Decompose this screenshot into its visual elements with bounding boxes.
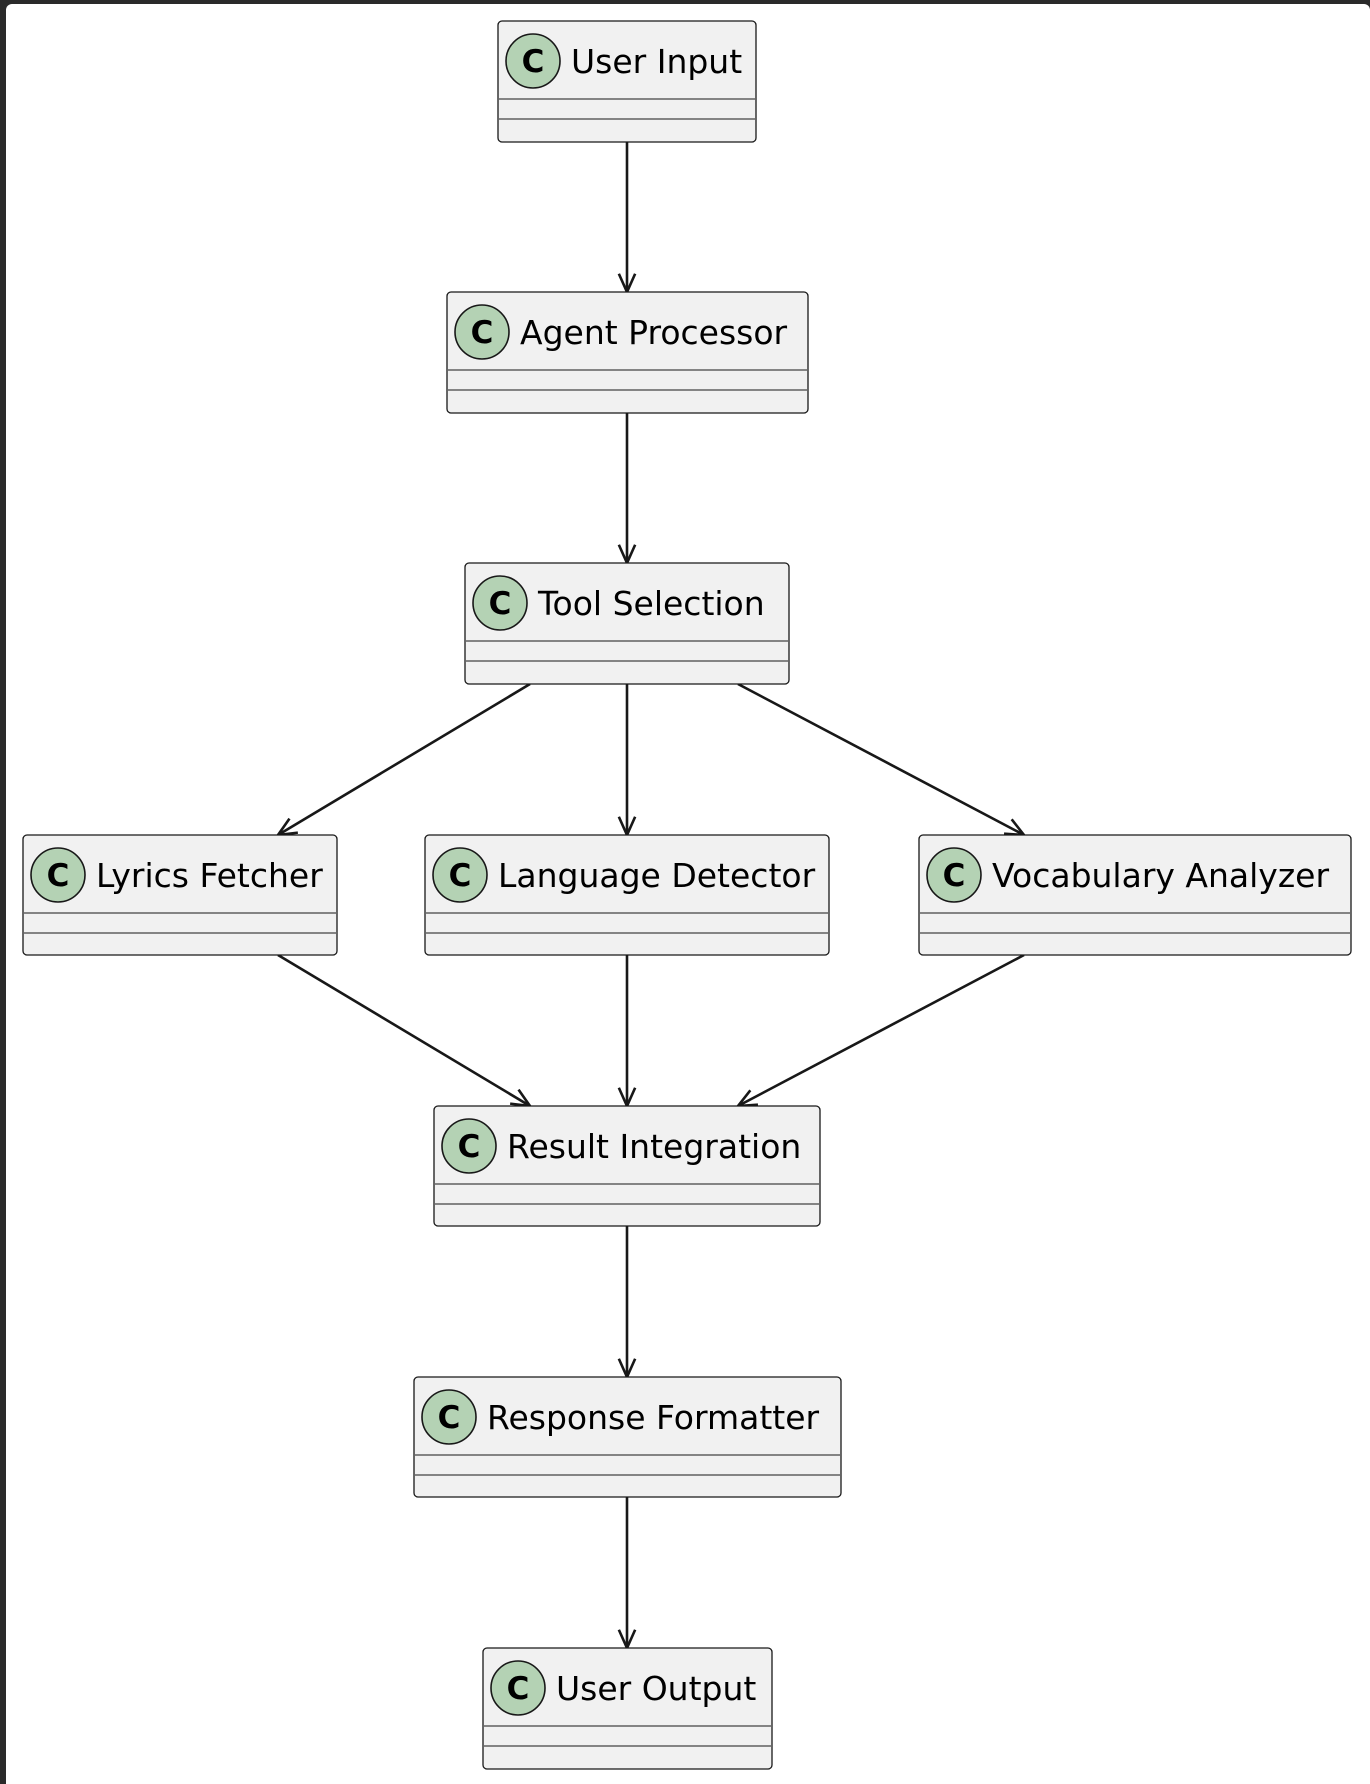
class-box-body [918, 834, 1352, 956]
edge-language-detector-to-result-integration [617, 955, 637, 1110]
class-name-label: Language Detector [498, 856, 816, 895]
class-name-label: Vocabulary Analyzer [992, 856, 1329, 895]
class-node-response-formatter[interactable]: C Response Formatter [413, 1376, 842, 1498]
class-node-language-detector[interactable]: C Language Detector [424, 834, 830, 956]
edge-line [737, 682, 1025, 837]
class-name-label: Lyrics Fetcher [96, 856, 323, 895]
edge-response-formatter-to-user-output [617, 1497, 637, 1652]
edge-lyrics-fetcher-to-result-integration [277, 953, 533, 1108]
class-badge-letter: C [438, 1400, 461, 1436]
arrowhead-icon [509, 1088, 533, 1108]
class-badge-icon [472, 575, 528, 631]
class-badge-letter: C [449, 858, 472, 894]
class-badge-icon [432, 847, 488, 903]
class-badge-icon [505, 33, 561, 89]
class-node-agent-processor[interactable]: C Agent Processor [446, 291, 809, 414]
class-name-label: Tool Selection [537, 584, 765, 623]
edge-line [277, 953, 531, 1108]
class-badge-letter: C [471, 315, 494, 351]
class-badge-letter: C [943, 858, 966, 894]
edge-tool-selection-to-lyrics-fetcher [275, 682, 531, 837]
class-badge-icon [490, 1660, 546, 1716]
edge-line [737, 953, 1025, 1108]
class-name-label: User Input [571, 42, 742, 81]
class-box-body [482, 1647, 773, 1770]
class-name-label: Result Integration [507, 1127, 801, 1166]
class-name-label: Response Formatter [487, 1398, 820, 1437]
class-badge-icon [926, 847, 982, 903]
edge-tool-selection-to-language-detector [617, 684, 637, 839]
class-box-body [446, 291, 809, 414]
class-name-label: User Output [556, 1669, 756, 1708]
class-box-body [22, 834, 338, 956]
edge-agent-processor-to-tool-selection [617, 413, 637, 567]
arrowhead-icon [275, 817, 299, 837]
class-badge-letter: C [458, 1129, 481, 1165]
class-node-user-input[interactable]: C User Input [497, 20, 757, 143]
class-badge-icon [454, 304, 510, 360]
class-box-body [497, 20, 757, 143]
class-box-body [433, 1105, 821, 1227]
class-badge-letter: C [489, 586, 512, 622]
class-name-label: Agent Processor [520, 313, 788, 352]
class-badge-letter: C [522, 44, 545, 80]
class-badge-letter: C [507, 1671, 530, 1707]
class-node-result-integration[interactable]: C Result Integration [433, 1105, 821, 1227]
class-node-tool-selection[interactable]: C Tool Selection [464, 562, 790, 685]
class-node-vocabulary-analyzer[interactable]: C Vocabulary Analyzer [918, 834, 1352, 956]
class-box-body [464, 562, 790, 685]
class-badge-icon [441, 1118, 497, 1174]
class-badge-icon [421, 1389, 477, 1445]
class-badge-letter: C [47, 858, 70, 894]
class-box-body [424, 834, 830, 956]
class-badge-icon [30, 847, 86, 903]
edge-line [277, 682, 531, 837]
class-node-lyrics-fetcher[interactable]: C Lyrics Fetcher [22, 834, 338, 956]
edge-result-integration-to-response-formatter [617, 1226, 637, 1381]
class-box-body [413, 1376, 842, 1498]
edge-vocabulary-analyzer-to-result-integration [735, 953, 1025, 1108]
class-node-user-output[interactable]: C User Output [482, 1647, 773, 1770]
edge-tool-selection-to-vocabulary-analyzer [737, 682, 1027, 837]
edge-user-input-to-agent-processor [617, 142, 637, 296]
